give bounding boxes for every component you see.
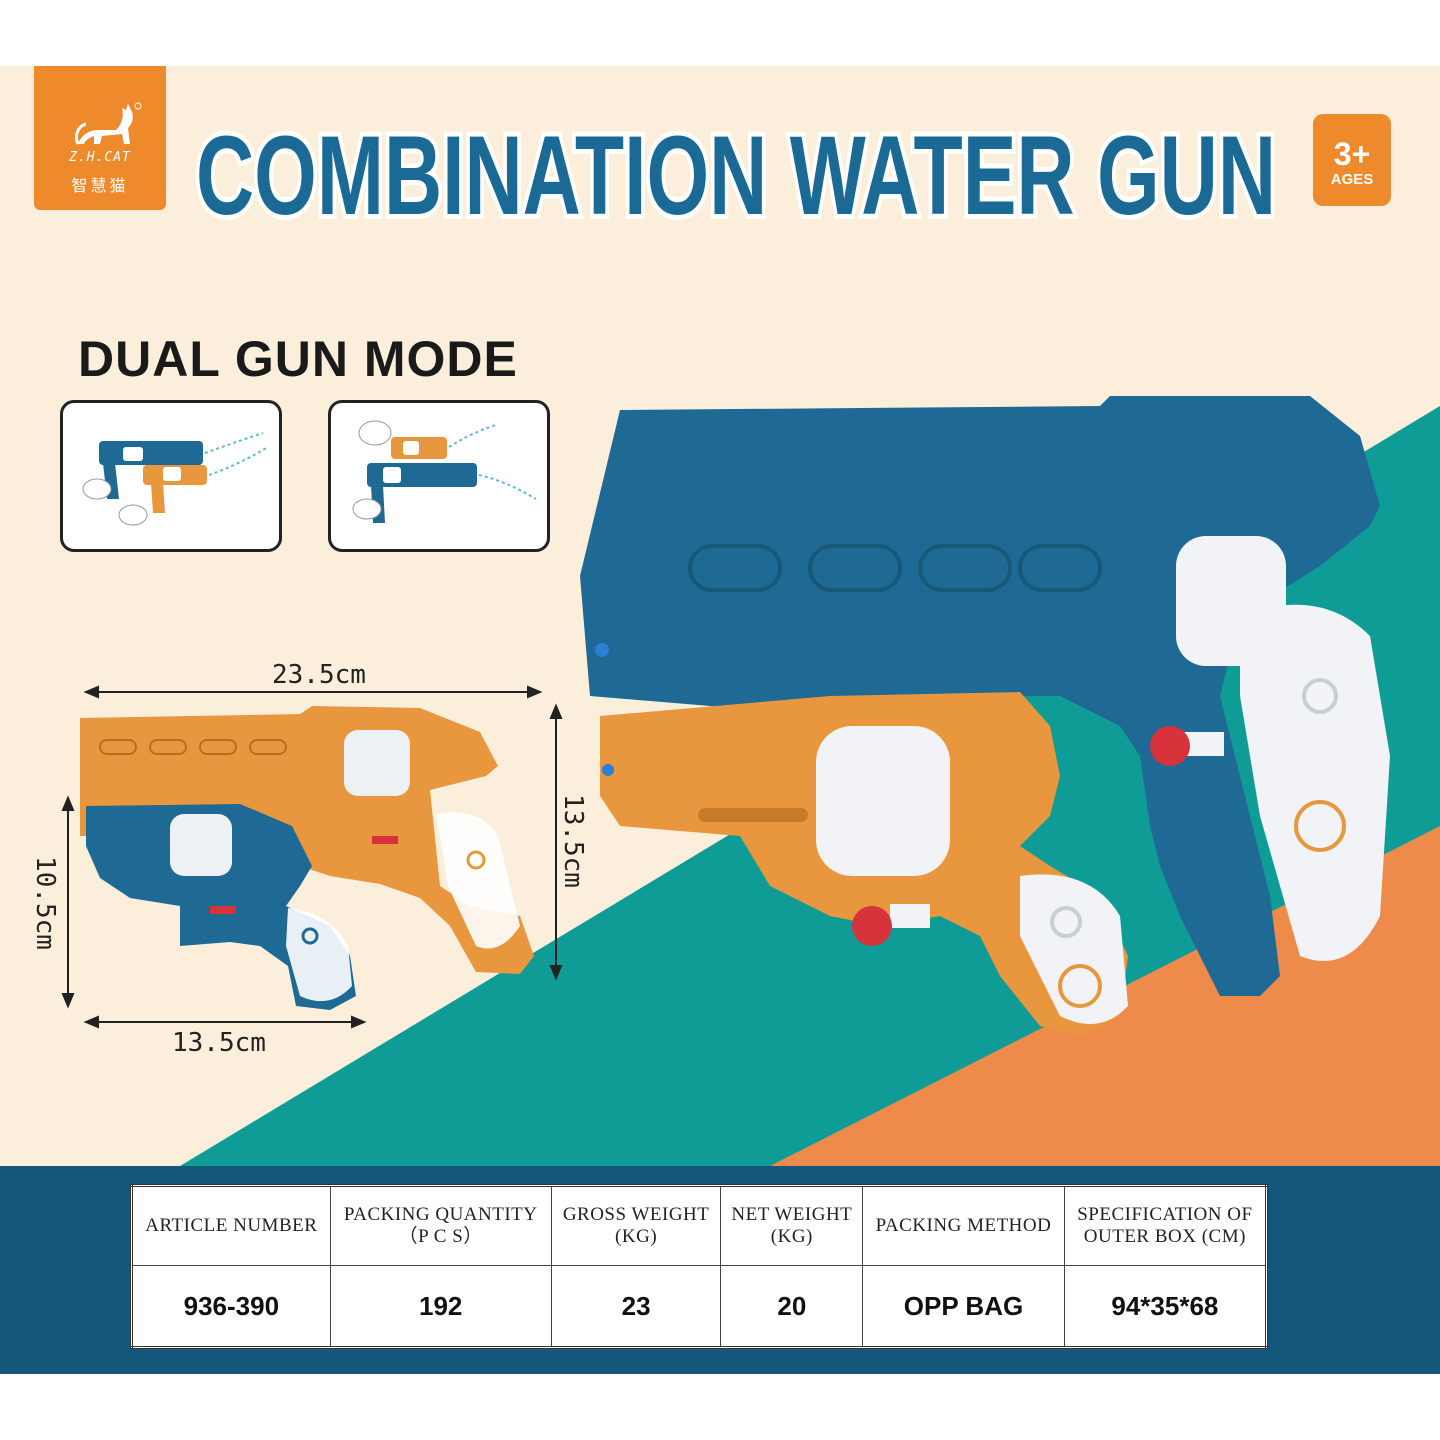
svg-text:COMBINATION WATER GUN: COMBINATION WATER GUN [196, 113, 1276, 234]
packing-quantity-value: 192 [329, 1265, 552, 1348]
age-badge: 3+ AGES [1313, 114, 1391, 206]
combined-gun-image [580, 396, 1390, 1036]
spec-header-cell: GROSS WEIGHT(KG) [550, 1185, 722, 1266]
dim-small-length: 13.5cm [172, 1028, 266, 1058]
brand-logo: Z.H.CAT 智慧猫 [34, 66, 166, 210]
spec-header-cell: PACKING METHOD [862, 1185, 1065, 1266]
trigger-buttons [852, 726, 1224, 946]
age-number: 3+ [1333, 136, 1371, 172]
dim-small-height: 10.5cm [29, 856, 60, 950]
outer-box-value: 94*35*68 [1063, 1265, 1268, 1348]
spec-value-row: 936-390 192 23 20 OPP BAG 94*35*68 [131, 1265, 1268, 1348]
dim-combined-length: 23.5cm [272, 660, 366, 690]
blue-gun-small [86, 804, 356, 1010]
dimension-diagram [61, 685, 563, 1029]
product-poster: Z.H.CAT 智慧猫 COMBINATION WATER GUN 3+ AGE… [0, 66, 1440, 1374]
spec-table: ARTICLE NUMBER PACKING QUANTITY（P C S） G… [130, 1184, 1268, 1349]
dual-mode-image-2 [328, 400, 550, 552]
logo-latin-text: Z.H.CAT [69, 150, 131, 165]
article-number-value: 936-390 [131, 1265, 331, 1348]
net-weight-value: 20 [720, 1265, 864, 1348]
cat-logo-icon [74, 102, 142, 145]
dual-mode-heading: DUAL GUN MODE [78, 331, 518, 387]
packing-method-value: OPP BAG [862, 1265, 1065, 1348]
logo-chinese-text: 智慧猫 [71, 178, 129, 195]
spec-header-cell: ARTICLE NUMBER [131, 1185, 331, 1266]
spec-header-cell: NET WEIGHT(KG) [720, 1185, 864, 1266]
spec-header-cell: PACKING QUANTITY（P C S） [329, 1185, 552, 1266]
orange-gun-small [80, 706, 534, 974]
orange-gun-large [600, 692, 1128, 1036]
dual-mode-image-1 [60, 400, 282, 552]
gross-weight-value: 23 [550, 1265, 722, 1348]
spec-header-row: ARTICLE NUMBER PACKING QUANTITY（P C S） G… [131, 1185, 1268, 1266]
page-title: COMBINATION WATER GUN [191, 108, 1281, 234]
age-label: AGES [1330, 171, 1374, 188]
